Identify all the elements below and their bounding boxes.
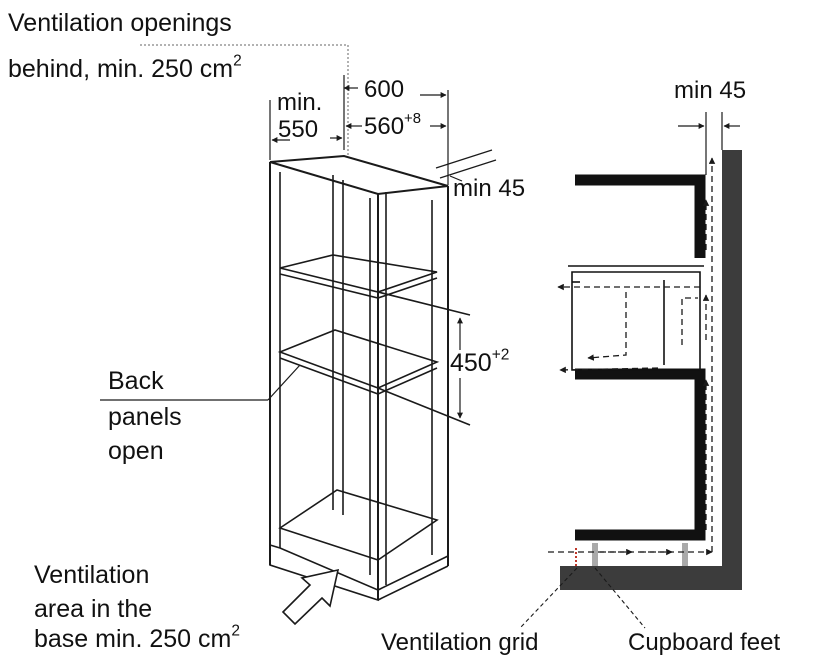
back-panels-line3: open <box>108 437 164 465</box>
dim-450-label: 450+2 <box>450 347 510 378</box>
dim-550-label: 550 <box>278 116 319 143</box>
vent-area-label-2: area in the <box>34 595 153 624</box>
min45-left-label: min 45 <box>453 175 526 202</box>
cupboard-foot <box>592 543 598 566</box>
vent-grid-label: Ventilation grid <box>381 629 539 656</box>
cross-section <box>560 150 742 590</box>
vent-area-line3: base min. 250 cm <box>34 625 232 653</box>
vent-area-label-1: Ventilation <box>34 561 150 590</box>
min45-right-text: min 45 <box>674 77 747 104</box>
vent-area-sup: 2 <box>231 622 240 640</box>
vent-area-label-3: base min. 250 cm2 <box>34 623 240 654</box>
dim-600-text: 600 <box>364 76 405 103</box>
dim-450-text: 450 <box>450 349 492 377</box>
min45-left-text: min 45 <box>453 175 526 202</box>
cupboard-foot <box>682 543 688 566</box>
back-panels-label: Back <box>108 367 164 396</box>
dim-560-sup: +8 <box>404 110 422 127</box>
vent-grid-text: Ventilation grid <box>381 629 539 656</box>
leaders <box>519 567 646 629</box>
wall <box>722 150 742 590</box>
vent-openings-label: Ventilation openings <box>8 9 232 38</box>
dim-450-sup: +2 <box>491 346 510 364</box>
dim-560-label: 560+8 <box>364 110 422 140</box>
vent-area-line2: area in the <box>34 595 153 623</box>
cupboard-feet-text: Cupboard feet <box>628 629 781 656</box>
dim-min-text: min. <box>277 89 323 116</box>
dim-min-label: min. <box>277 89 323 116</box>
cabinet-perspective <box>269 154 471 602</box>
min45-dimension <box>678 112 740 175</box>
dimension-lines <box>100 75 497 419</box>
dim-560-text: 560 <box>364 113 405 140</box>
back-panels-line1: Back <box>108 367 164 395</box>
vent-openings-sup: 2 <box>233 52 242 70</box>
dim-550-text: 550 <box>278 116 319 143</box>
back-panels-line2: panels <box>108 403 182 431</box>
dim-600-label: 600 <box>364 76 405 103</box>
min45-right-label: min 45 <box>674 77 747 104</box>
back-panels-label-2: panels <box>108 403 182 432</box>
back-panels-label-3: open <box>108 437 164 466</box>
vent-openings-line1: Ventilation openings <box>8 9 232 37</box>
cupboard-feet-label: Cupboard feet <box>628 629 781 656</box>
airflow-arrows <box>548 157 716 556</box>
base-vent-arrow <box>281 568 340 626</box>
floor <box>560 566 742 590</box>
vent-area-line1: Ventilation <box>34 561 150 589</box>
vent-openings-label-2: behind, min. 250 cm2 <box>8 53 242 84</box>
vent-openings-line2: behind, min. 250 cm <box>8 55 234 83</box>
guide-lines <box>140 44 349 155</box>
